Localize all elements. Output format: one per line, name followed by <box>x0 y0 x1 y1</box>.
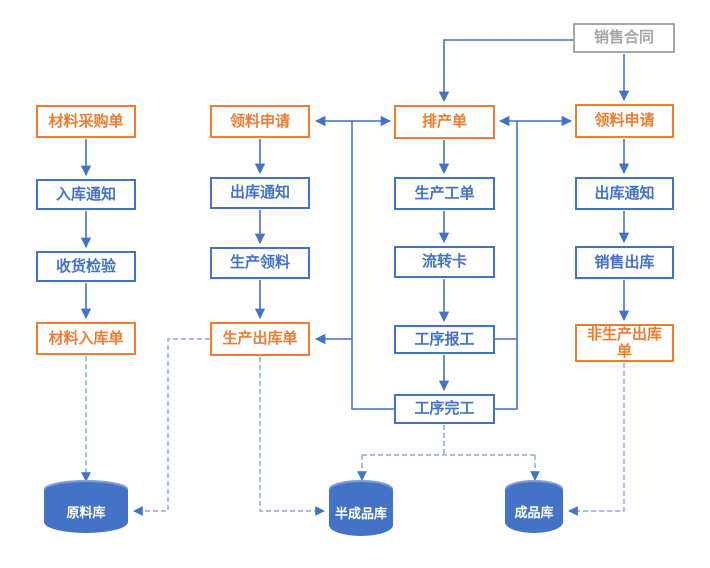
node-label: 生产出库单 <box>222 330 298 348</box>
node-label: 生产工单 <box>414 184 475 202</box>
node-label: 材料采购单 <box>48 112 124 130</box>
node-label: 出库通知 <box>594 184 655 202</box>
node-process-reporting: 工序报工 <box>394 325 495 354</box>
store-label: 原料库 <box>66 504 106 520</box>
node-label: 出库通知 <box>229 184 290 202</box>
node-label: 材料入库单 <box>48 329 124 347</box>
node-label: 销售出库 <box>594 253 655 271</box>
node-route-card: 流转卡 <box>394 246 495 278</box>
node-sales-outbound: 销售出库 <box>575 246 674 279</box>
node-label: 销售合同 <box>593 29 654 47</box>
store-semi-finished: 半成品库 <box>329 480 393 536</box>
node-production-outbound-order: 生产出库单 <box>210 322 310 356</box>
node-production-work-order: 生产工单 <box>394 177 495 210</box>
node-receiving-inspection: 收货检验 <box>36 251 136 282</box>
node-label: 收货检验 <box>55 257 116 275</box>
store-label: 半成品库 <box>334 506 387 522</box>
node-label: 生产领料 <box>229 254 290 272</box>
node-label: 流转卡 <box>421 253 467 271</box>
node-label: 工序报工 <box>414 330 475 348</box>
store-finished-goods: 成品库 <box>505 480 563 533</box>
node-outbound-notice-left: 出库通知 <box>210 177 310 209</box>
node-scheduling-order: 排产单 <box>394 105 495 139</box>
solid-connectors <box>80 39 630 410</box>
node-production-picking: 生产领料 <box>210 247 310 279</box>
node-inbound-notice-left: 入库通知 <box>36 179 136 210</box>
node-label: 排产单 <box>421 113 467 131</box>
store-raw-material: 原料库 <box>44 480 128 533</box>
node-label: 工序完工 <box>414 400 475 418</box>
node-label: 领料申请 <box>594 112 655 130</box>
node-non-production-outbound-order: 非生产出库单 <box>575 324 674 362</box>
node-material-inbound-order: 材料入库单 <box>36 322 136 355</box>
node-label: 非生产出库单 <box>587 325 663 360</box>
node-outbound-notice-right: 出库通知 <box>575 177 674 210</box>
store-label: 成品库 <box>514 504 554 520</box>
node-label: 领料申请 <box>229 112 290 130</box>
node-process-completion: 工序完工 <box>394 394 495 424</box>
node-material-purchase-order: 材料采购单 <box>36 105 136 138</box>
node-picking-request-right: 领料申请 <box>575 104 674 138</box>
node-picking-request-left: 领料申请 <box>210 105 310 138</box>
dashed-connectors <box>81 338 625 516</box>
node-label: 入库通知 <box>55 185 116 203</box>
node-sales-contract: 销售合同 <box>573 23 675 53</box>
